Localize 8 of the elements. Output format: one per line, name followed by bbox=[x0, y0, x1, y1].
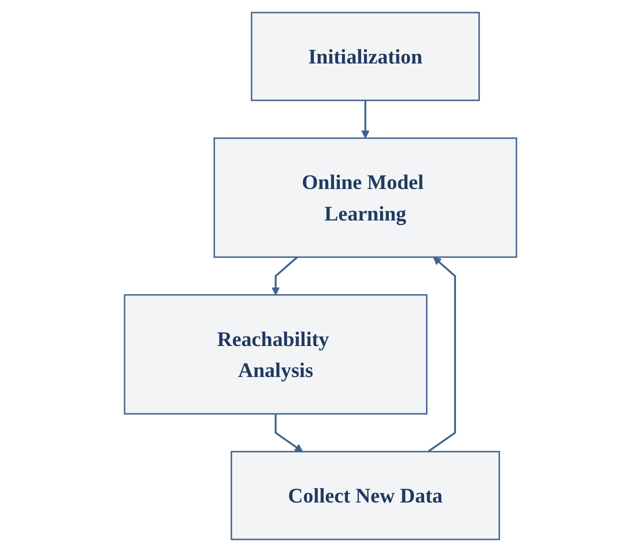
arrow bbox=[274, 414, 303, 452]
arrow bbox=[428, 256, 456, 452]
node-box: Collect New Data bbox=[230, 450, 500, 540]
node-box: Online Model Learning bbox=[214, 137, 518, 258]
arrow bbox=[272, 256, 298, 296]
arrow bbox=[361, 100, 370, 139]
node-box: Initialization bbox=[250, 12, 480, 102]
node-box: Reachability Analysis bbox=[124, 294, 428, 415]
